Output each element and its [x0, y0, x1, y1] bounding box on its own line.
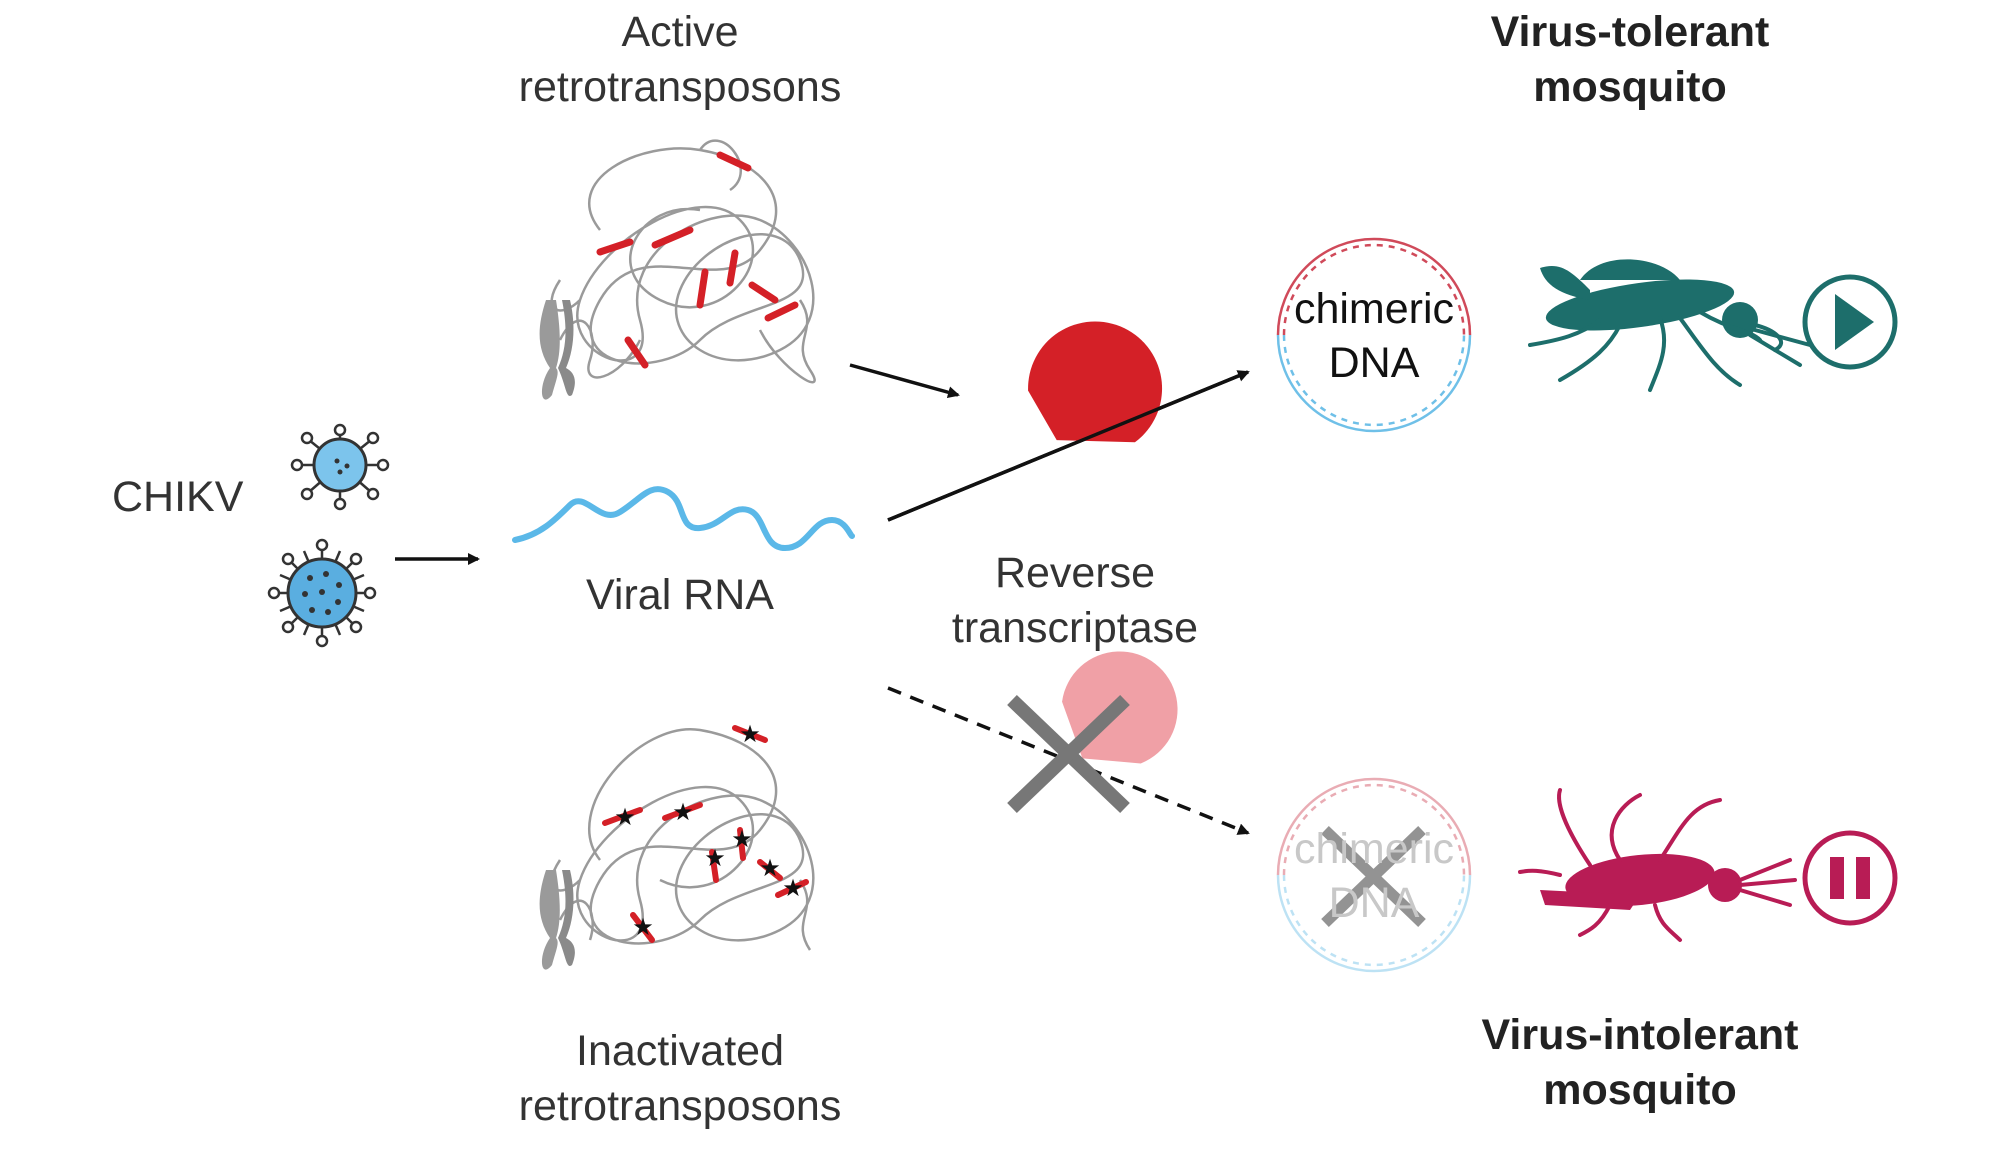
- chromosome-icon: [539, 300, 575, 400]
- tolerant-label-line1: Virus-tolerant: [1490, 8, 1770, 56]
- svg-text:★: ★: [731, 825, 753, 853]
- active-label-line2: retrotransposons: [518, 63, 842, 112]
- svg-text:★: ★: [704, 844, 726, 872]
- play-icon: [1802, 274, 1898, 370]
- inactivated-retrotransposons-label: Inactivated retrotransposons: [480, 1024, 880, 1134]
- virus-icon: [267, 538, 377, 648]
- reverse-transcriptase-icon: [1028, 321, 1163, 443]
- faded-chimeric-dna-label: chimeric DNA: [1274, 823, 1474, 931]
- mosquito-icon: [1528, 259, 1812, 392]
- chimeric-label-line2: DNA: [1328, 338, 1420, 387]
- svg-text:★: ★: [782, 874, 804, 902]
- chromosome-icon: [539, 870, 575, 970]
- svg-text:★: ★: [739, 720, 761, 748]
- faded-chimeric-label-line2: DNA: [1328, 878, 1420, 927]
- active-retrotransposons-label: Active retrotransposons: [480, 5, 880, 115]
- rt-label-line1: Reverse: [994, 549, 1156, 597]
- rt-cross-icon: [1007, 694, 1130, 814]
- svg-text:★: ★: [632, 913, 654, 941]
- faded-chimeric-dna-circle: [1276, 777, 1472, 973]
- active-retrotransposons-chromatin: [550, 139, 816, 384]
- inactivated-label-line1: Inactivated: [576, 1027, 784, 1075]
- virus-intolerant-label: Virus-intolerant mosquito: [1420, 1008, 1860, 1118]
- rt-label-line2: transcriptase: [951, 604, 1199, 653]
- dna-cross-icon: [1321, 826, 1426, 927]
- active-label-line1: Active: [621, 8, 739, 56]
- chimeric-dna-circle: [1276, 237, 1472, 433]
- faded-chimeric-label-line1: chimeric: [1293, 825, 1455, 873]
- virus-label: CHIKV: [112, 473, 244, 521]
- virus-tolerant-label: Virus-tolerant mosquito: [1440, 5, 1820, 115]
- inactivated-retrotransposons-chromatin: ★★★ ★★★ ★★: [550, 720, 815, 951]
- arrow-overlay: [887, 370, 1249, 522]
- chimeric-dna-label: chimeric DNA: [1274, 283, 1474, 391]
- virus-icon: [290, 423, 390, 511]
- mosquito-icon: [1518, 788, 1797, 942]
- inactivated-label-line2: retrotransposons: [518, 1082, 842, 1131]
- viral-rna-strand: [512, 486, 855, 552]
- tolerant-label-line2: mosquito: [1533, 63, 1727, 112]
- pause-icon: [1802, 830, 1898, 926]
- reverse-transcriptase-label: Reverse transcriptase: [895, 546, 1255, 656]
- viral-rna-label: Viral RNA: [586, 571, 774, 619]
- chimeric-label-line1: chimeric: [1293, 285, 1455, 333]
- intolerant-label-line2: mosquito: [1543, 1066, 1737, 1115]
- intolerant-label-line1: Virus-intolerant: [1481, 1011, 1799, 1059]
- arrow-retrotransposon-to-rt: [849, 363, 960, 399]
- svg-text:★: ★: [759, 854, 781, 882]
- svg-text:★: ★: [672, 798, 694, 826]
- svg-text:★: ★: [614, 803, 636, 831]
